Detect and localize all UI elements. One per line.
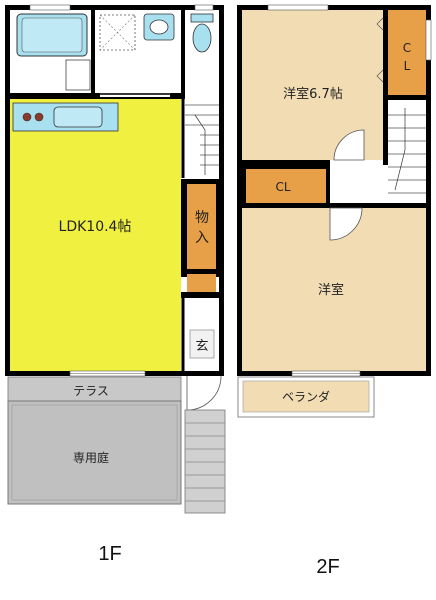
floor1-label: 1F	[98, 543, 121, 565]
kitchen-sink	[53, 106, 103, 128]
window-1f-top-2	[194, 4, 214, 11]
closet1-label-2: L	[404, 59, 411, 73]
entrance-label: 玄	[195, 339, 208, 354]
storage-shelf-wall	[181, 292, 219, 298]
stairs-2f-steps	[388, 114, 426, 194]
toilet-bowl	[192, 23, 212, 53]
stairs-1f-arrow	[194, 114, 206, 175]
stove-burner-2	[34, 112, 44, 122]
stove-burner-1	[22, 112, 32, 122]
floor2-outdoor: ベランダ	[237, 376, 375, 418]
closet1-label-1: C	[403, 41, 411, 55]
hallway-wall-left	[383, 100, 388, 165]
balcony-label: ベランダ	[282, 389, 330, 404]
room2-door-swing	[329, 207, 363, 241]
closet2	[246, 169, 326, 203]
terrace	[7, 376, 182, 402]
ldk-room	[10, 99, 181, 371]
storage-room	[187, 184, 216, 269]
ldk-label: LDK10.4帖	[59, 219, 132, 235]
floor1-mid-wall	[10, 93, 185, 99]
floor2-plan: 洋室6.7帖 C L CL 洋室	[237, 4, 432, 377]
floor1-plan: LDK10.4帖 物 入 玄	[5, 4, 224, 377]
room2-label: 洋室	[318, 282, 344, 298]
outdoor-steps-lines	[185, 422, 225, 502]
entrance-step	[189, 329, 215, 359]
garden	[7, 400, 182, 505]
terrace-label: テラス	[73, 384, 109, 398]
washbasin-bowl	[149, 19, 169, 35]
closet2-label: CL	[275, 180, 290, 194]
garden-inner	[11, 404, 178, 501]
room1-bottom-wall	[242, 160, 330, 165]
storage-label-2: 入	[195, 230, 209, 246]
hallway-2f	[328, 160, 388, 208]
floor1-outdoor: テラス 専用庭	[7, 375, 226, 514]
stairs-2f-arrow	[394, 108, 406, 191]
window-1f-top-1	[29, 4, 71, 11]
toilet-tank	[190, 13, 214, 23]
garden-label: 専用庭	[73, 450, 109, 465]
closet1	[388, 10, 426, 95]
storage-label-1: 物	[195, 210, 209, 226]
floor2-label: 2F	[316, 556, 339, 578]
outdoor-steps	[184, 409, 226, 514]
wash-area	[65, 59, 91, 91]
balcony-floor	[242, 380, 370, 413]
wm-cross-2	[99, 14, 136, 51]
room1-door-swing	[333, 129, 365, 161]
closet1-door-2	[376, 69, 384, 83]
entrance-door-swing	[186, 375, 222, 411]
stairs-1f	[185, 99, 219, 179]
closet1-bottom-wall	[383, 95, 426, 100]
closet1-door-1	[376, 17, 384, 31]
window-2f-right	[425, 19, 432, 61]
closet1-wall	[383, 10, 388, 100]
storage-shelf	[187, 274, 216, 292]
bathtub-inner	[21, 17, 83, 53]
window-2f-top	[267, 4, 329, 11]
room2-top-wall	[242, 203, 426, 208]
room1-label: 洋室6.7帖	[283, 86, 343, 102]
